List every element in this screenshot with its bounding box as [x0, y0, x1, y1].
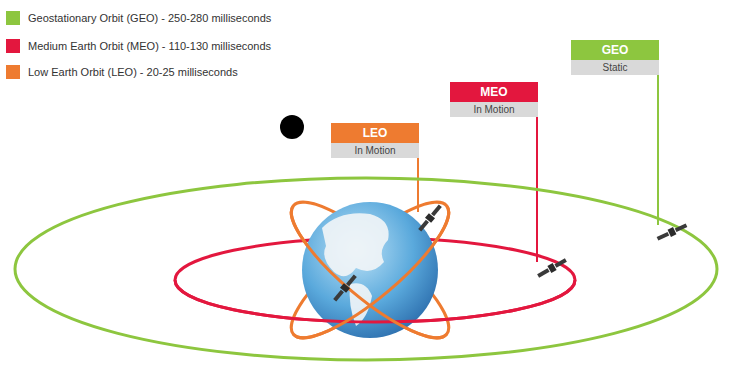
flag-pole [657, 58, 659, 225]
earth-land [322, 213, 389, 276]
legend-label: Geostationary Orbit (GEO) - 250-280 mill… [28, 12, 271, 24]
leo-orbit [275, 184, 464, 355]
legend-entry: Low Earth Orbit (LEO) - 20-25 millisecon… [6, 65, 238, 79]
flag-title: LEO [331, 123, 419, 143]
legend-swatch [6, 11, 20, 25]
flag-title: GEO [571, 40, 659, 60]
satellite [332, 273, 359, 303]
flag-status: In Motion [450, 102, 538, 117]
leo-orbit-front [293, 206, 464, 356]
orbit-flag: LEOIn Motion [331, 123, 419, 158]
satellite [536, 257, 568, 280]
black-dot [280, 115, 304, 139]
satellite [656, 222, 688, 243]
legend-entry: Geostationary Orbit (GEO) - 250-280 mill… [6, 11, 271, 25]
legend-label: Low Earth Orbit (LEO) - 20-25 millisecon… [28, 66, 238, 78]
flag-title: MEO [450, 82, 538, 102]
flag-pole [536, 100, 538, 262]
leo-orbit [275, 184, 464, 355]
satellite [417, 203, 444, 233]
earth [302, 202, 438, 338]
legend-swatch [6, 65, 20, 79]
flag-status: Static [571, 60, 659, 75]
flag-status: In Motion [331, 143, 419, 158]
legend-swatch [6, 39, 20, 53]
orbit-flag: MEOIn Motion [450, 82, 538, 117]
legend-label: Medium Earth Orbit (MEO) - 110-130 milli… [28, 40, 271, 52]
legend-entry: Medium Earth Orbit (MEO) - 110-130 milli… [6, 39, 271, 53]
orbit-flag: GEOStatic [571, 40, 659, 75]
geo-orbit [15, 178, 717, 360]
